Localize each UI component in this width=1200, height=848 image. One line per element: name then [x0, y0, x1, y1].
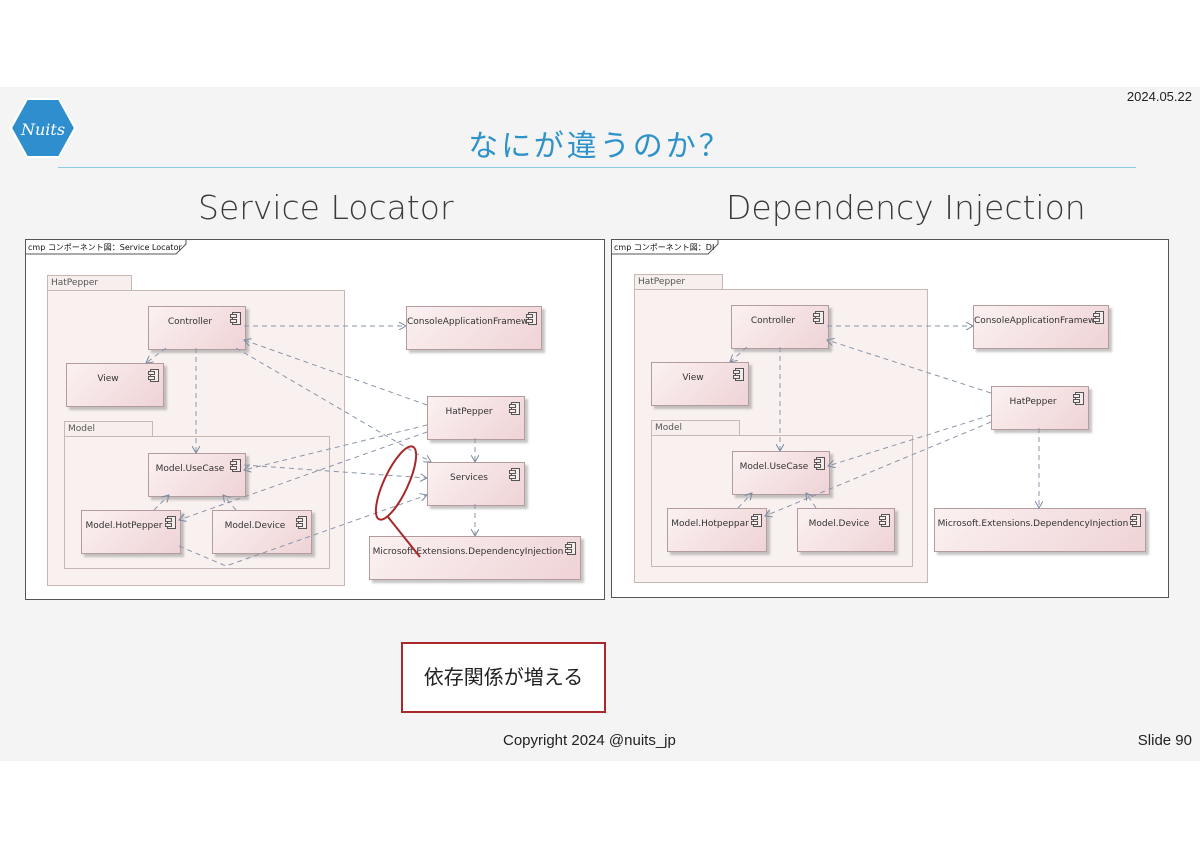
- nuits-logo: Nuits: [10, 98, 76, 158]
- frame-label: cmp コンポーネント図：Service Locator: [28, 243, 182, 252]
- component-icon: [813, 311, 824, 324]
- component-model-device: Model.Device: [797, 508, 895, 552]
- slide-title: なにが違うのか？: [468, 129, 732, 164]
- package-tab-hatpepper: HatPepper: [634, 274, 723, 289]
- component-hatpepper: HatPepper: [427, 396, 525, 440]
- component-hatpepper: HatPepper: [991, 386, 1089, 430]
- component-controller: Controller: [148, 306, 246, 350]
- component-icon: [296, 516, 307, 529]
- dependency-injection-heading: Dependency Injection: [726, 188, 1086, 227]
- frame-label: cmp コンポーネント図：DI: [614, 243, 715, 252]
- service-locator-diagram: cmp コンポーネント図：Service Locator HatPepper M…: [25, 239, 605, 600]
- component-console-app: ConsoleApplicationFramew: [406, 306, 542, 350]
- component-console-app: ConsoleApplicationFramew: [973, 305, 1109, 349]
- component-icon: [733, 368, 744, 381]
- callout-box: 依存関係が増える: [401, 642, 606, 713]
- component-model-device: Model.Device: [212, 510, 312, 554]
- component-model-hotpeppar: Model.Hotpeppar: [667, 508, 767, 552]
- component-icon: [751, 514, 762, 527]
- service-locator-frame-tab: [26, 240, 187, 255]
- component-icon: [814, 457, 825, 470]
- component-model-usecase: Model.UseCase: [148, 453, 246, 497]
- component-model-usecase: Model.UseCase: [732, 451, 830, 495]
- component-view: View: [651, 362, 749, 406]
- title-divider: [58, 167, 1136, 168]
- component-icon: [1073, 392, 1084, 405]
- component-icon: [879, 514, 890, 527]
- component-icon: [509, 468, 520, 481]
- footer-slide-number: Slide 90: [1137, 732, 1192, 749]
- component-view: View: [66, 363, 164, 407]
- component-services: Services: [427, 462, 525, 506]
- package-tab-model: Model: [64, 421, 153, 436]
- component-icon: [148, 369, 159, 382]
- component-model-hotpepper: Model.HotPepper: [81, 510, 181, 554]
- component-icon: [509, 402, 520, 415]
- footer-copyright: Copyright 2024 @nuits_jp: [503, 732, 676, 749]
- component-icon: [526, 312, 537, 325]
- slide: 2024.05.22 Nuits なにが違うのか？ Service Locato…: [0, 87, 1200, 761]
- component-icon: [230, 312, 241, 325]
- component-icon: [565, 542, 576, 555]
- component-icon: [1093, 311, 1104, 324]
- component-ms-di: Microsoft.Extensions.DependencyInjection: [934, 508, 1146, 552]
- dependency-injection-frame-tab: [612, 240, 719, 255]
- component-icon: [1130, 514, 1141, 527]
- dependency-injection-diagram: cmp コンポーネント図：DI HatPepper Model Controll…: [611, 239, 1169, 598]
- package-tab-model: Model: [651, 420, 740, 435]
- package-tab-hatpepper: HatPepper: [47, 275, 132, 290]
- component-icon: [165, 516, 176, 529]
- component-icon: [230, 459, 241, 472]
- component-ms-di: Microsoft.Extensions.DependencyInjection: [369, 536, 581, 580]
- component-controller: Controller: [731, 305, 829, 349]
- slide-date: 2024.05.22: [1126, 89, 1192, 104]
- service-locator-heading: Service Locator: [198, 188, 454, 227]
- svg-text:Nuits: Nuits: [20, 120, 65, 139]
